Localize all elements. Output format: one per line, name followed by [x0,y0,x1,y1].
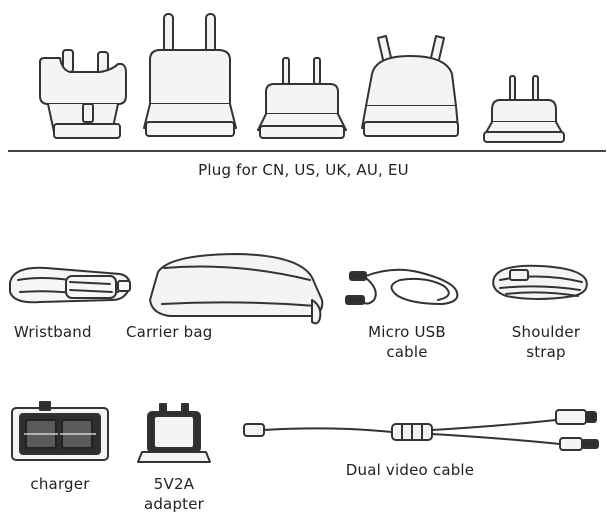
dual-video-cable-image [243,409,599,451]
dual-video-cable-label: Dual video cable [345,461,475,479]
wristband-label: Wristband [14,323,92,341]
micro-usb-label-line2: cable [386,343,428,361]
shoulder-strap-label-line1: Shoulder [511,323,581,341]
shoulder-strap-image [492,264,588,300]
au-plug-image [361,35,459,137]
micro-usb-label-line1: Micro USB [368,323,446,341]
eu-plug-image [143,13,237,137]
charger-label: charger [30,475,90,493]
adapter-image [137,403,211,463]
adapter-label-line1: 5V2A [153,475,195,493]
cn-plug-image [483,75,565,143]
shoulder-strap-label: Shoulder strap [496,322,596,362]
adapter-label-line2: adapter [143,495,205,513]
carrier-bag-label: Carrier bag [126,323,213,341]
plugs-caption: Plug for CN, US, UK, AU, EU [198,161,409,179]
uk-plug-image [39,49,127,139]
wristband-image [9,266,131,304]
plugs-divider [8,150,606,152]
adapter-label: 5V2A adapter [124,474,224,514]
micro-usb-cable-image [345,268,459,305]
shoulder-strap-label-line2: strap [526,343,566,361]
micro-usb-label: Micro USB cable [352,322,462,362]
us-plug-image [257,57,347,139]
charger-image [11,401,109,461]
carrier-bag-image [149,253,324,325]
